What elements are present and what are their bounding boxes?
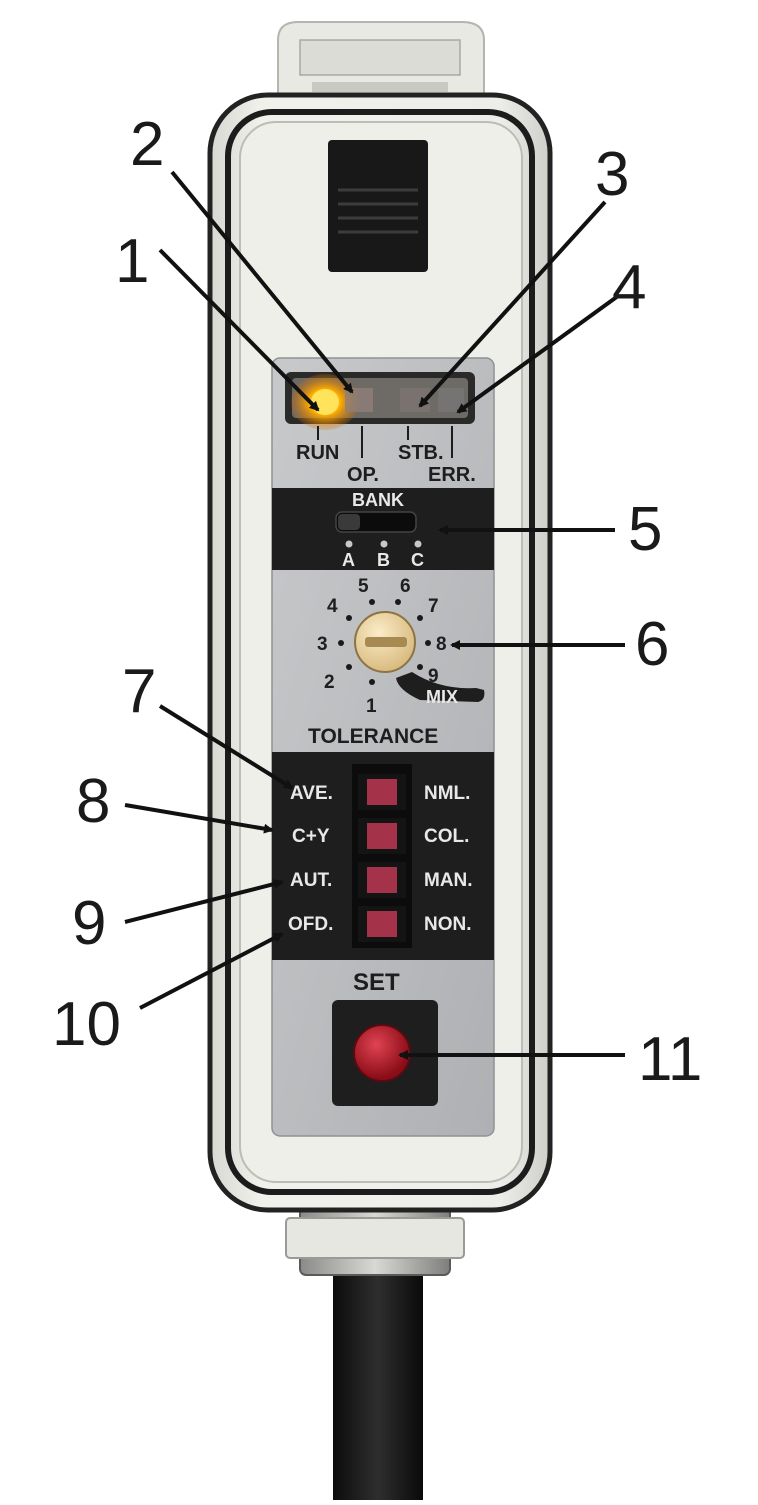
mix-badge [396, 672, 485, 702]
bank-selector-knob[interactable] [338, 514, 360, 530]
connector-collar [285, 1217, 465, 1259]
callout-arrows [124, 170, 625, 1060]
callout-4: 4 [612, 253, 646, 322]
op-label: OP. [347, 464, 379, 486]
stb-label: STB. [398, 442, 444, 464]
tolerance-title: TOLERANCE [308, 725, 438, 748]
arrow-4 [456, 294, 620, 414]
bank-option-b: B [377, 550, 390, 570]
switch-right-man: MAN. [424, 870, 473, 891]
top-clip-ridge [312, 82, 448, 92]
slider-grip [338, 188, 418, 234]
arrow-7 [158, 704, 294, 790]
switch-right-col: COL. [424, 826, 469, 847]
callout-11: 11 [638, 1025, 702, 1094]
dip-switch-4[interactable] [358, 906, 406, 942]
switch-left-aut: AUT. [290, 870, 332, 891]
tolerance-dial-slot [365, 637, 407, 647]
arrow-1 [158, 248, 320, 412]
arrow-3 [418, 200, 607, 408]
switch-left-cy: C+Y [292, 826, 330, 847]
arrow-10 [139, 932, 284, 1010]
top-clip-slot [299, 39, 461, 76]
led-ticks [317, 426, 453, 458]
set-label: SET [353, 969, 400, 996]
dial-num-5: 5 [358, 576, 369, 597]
mix-label: MIX [426, 687, 458, 707]
bank-title: BANK [352, 490, 404, 510]
run-label: RUN [296, 442, 339, 464]
dial-num-3: 3 [317, 634, 328, 655]
callout-6: 6 [635, 610, 669, 679]
dial-num-4: 4 [327, 596, 338, 617]
callout-10: 10 [52, 990, 121, 1059]
run-led-core [311, 389, 339, 415]
bank-option-c: C [411, 550, 424, 570]
bank-option-a: A [342, 550, 355, 570]
switch-left-ave: AVE. [290, 783, 333, 804]
callout-8: 8 [76, 767, 110, 836]
dial-num-2: 2 [324, 672, 335, 693]
switch-left-ofd: OFD. [288, 914, 333, 935]
err-label: ERR. [428, 464, 476, 486]
callout-3: 3 [595, 140, 629, 209]
dial-num-7: 7 [428, 596, 439, 617]
tolerance-dial-dots [338, 599, 431, 685]
callout-2: 2 [130, 110, 164, 179]
callout-1: 1 [115, 227, 149, 296]
dial-num-8: 8 [436, 634, 447, 655]
cover-lock-slider[interactable] [328, 140, 428, 272]
dip-switch-2[interactable] [358, 818, 406, 854]
arrow-9 [124, 879, 284, 924]
cable [333, 1235, 423, 1500]
arrow-8 [124, 803, 274, 834]
dial-num-9: 9 [428, 666, 439, 687]
cover-gasket [225, 109, 535, 1195]
dial-num-6: 6 [400, 576, 411, 597]
switch-right-non: NON. [424, 914, 472, 935]
switch-right-nml: NML. [424, 783, 470, 804]
callout-5: 5 [628, 495, 662, 564]
callout-9: 9 [72, 889, 106, 958]
arrow-2 [170, 170, 354, 394]
callout-7: 7 [122, 657, 156, 726]
bank-dots [345, 540, 422, 548]
dial-num-1: 1 [366, 696, 377, 717]
dip-switch-3[interactable] [358, 862, 406, 898]
dip-switch-1[interactable] [358, 774, 406, 810]
